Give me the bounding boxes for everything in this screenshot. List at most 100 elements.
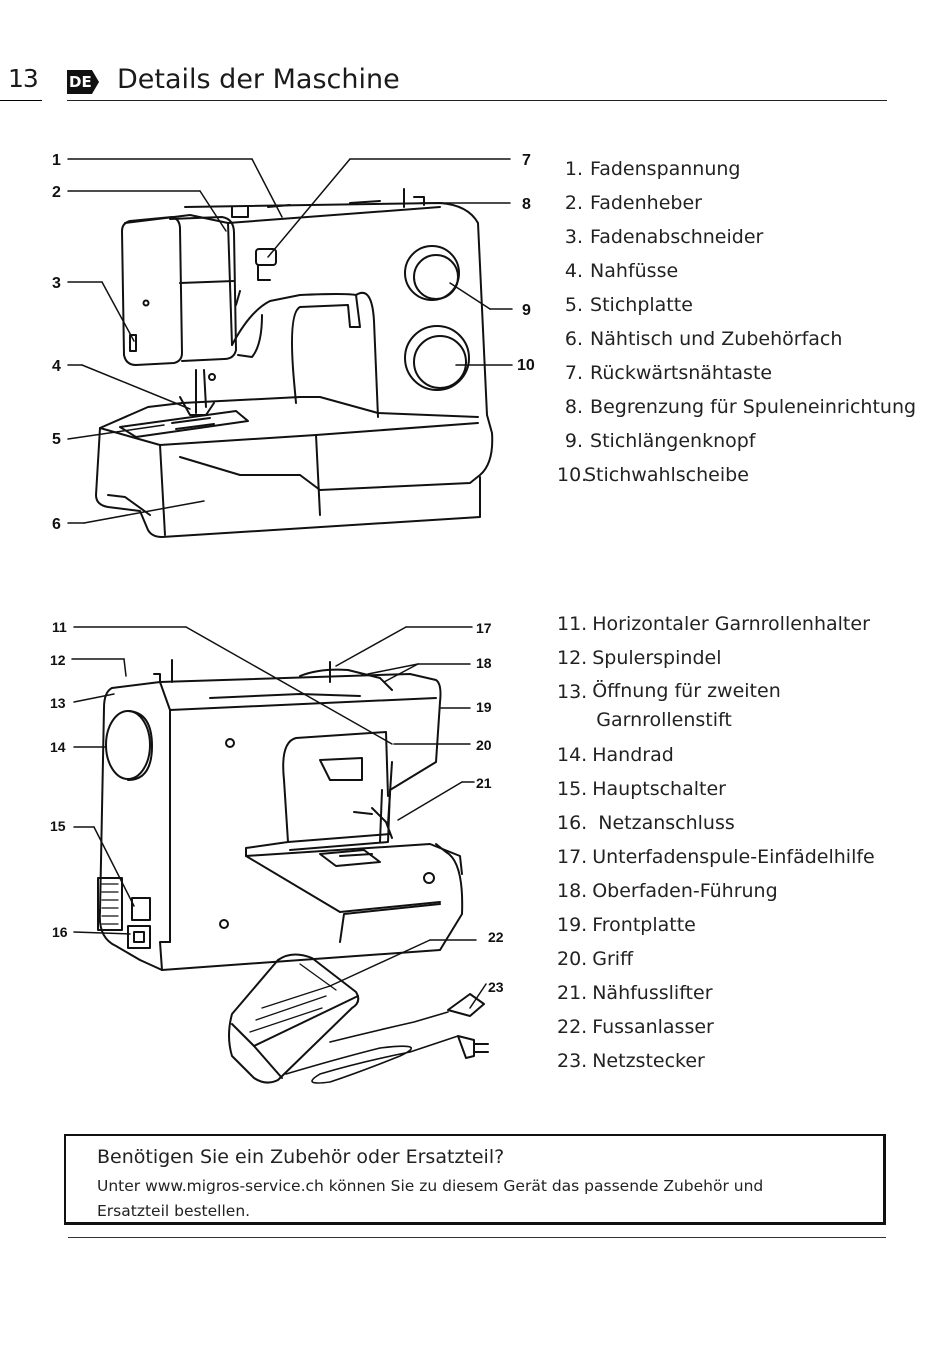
title-divider: [67, 100, 887, 101]
list-item: 12.Spulerspindel: [557, 641, 875, 675]
item-label: Stichlängenknopf: [590, 430, 756, 452]
parts-list-front: 1. Fadenspannung 2. Fadenheber 3. Fadena…: [557, 152, 916, 492]
list-item: 16. Netzanschluss: [557, 806, 875, 840]
callout-20: 20: [476, 737, 492, 753]
callout-6: 6: [52, 516, 61, 533]
page-title: Details der Maschine: [117, 64, 400, 95]
item-label: Oberfaden-Führung: [592, 880, 778, 902]
callout-13: 13: [50, 695, 66, 711]
callout-21: 21: [476, 775, 492, 791]
list-item: 9. Stichlängenknopf: [557, 424, 916, 458]
item-number: 6.: [564, 328, 583, 350]
item-number: 22.: [557, 1016, 588, 1038]
item-label: Stichwahlscheibe: [584, 464, 749, 486]
item-label: Stichplatte: [590, 294, 693, 316]
item-number: 2.: [564, 192, 583, 214]
item-number: 3.: [564, 226, 583, 248]
list-item: 2. Fadenheber: [557, 186, 916, 220]
info-box-body: Unter www.migros-service.ch können Sie z…: [97, 1177, 764, 1220]
item-label: Netzanschluss: [592, 812, 735, 834]
item-label: Begrenzung für Spuleneinrichtung: [590, 396, 917, 418]
item-number: 4.: [564, 260, 583, 282]
page-number-underline: [0, 100, 42, 101]
item-label: Netzstecker: [592, 1050, 705, 1072]
list-item: 15.Hauptschalter: [557, 772, 875, 806]
list-item: 19.Frontplatte: [557, 908, 875, 942]
item-label: Fadenheber: [590, 192, 702, 214]
list-item: 11.Horizontaler Garnrollenhalter: [557, 607, 875, 641]
item-number: 9.: [564, 430, 583, 452]
item-label: Nähfusslifter: [592, 982, 713, 1004]
callout-14: 14: [50, 739, 66, 755]
callout-4: 4: [52, 358, 61, 375]
item-label-line-2: Garnrollenstift: [596, 709, 732, 731]
list-item: 8. Begrenzung für Spuleneinrichtung: [557, 390, 916, 424]
item-label: Fadenabschneider: [590, 226, 764, 248]
callout-19: 19: [476, 699, 492, 715]
parts-list-back: 11.Horizontaler Garnrollenhalter 12.Spul…: [557, 607, 875, 1078]
callout-23: 23: [488, 979, 504, 995]
list-item: 14.Handrad: [557, 738, 875, 772]
item-label-line-1: Öffnung für zweiten: [592, 680, 781, 702]
item-label: Handrad: [592, 744, 674, 766]
accessory-info-box: Benötigen Sie ein Zubehör oder Ersatztei…: [64, 1134, 886, 1225]
list-item: 17.Unterfadenspule-Einfädelhilfe: [557, 840, 875, 874]
item-number: 23.: [557, 1050, 588, 1072]
item-number: 5.: [564, 294, 583, 316]
item-number: 15.: [557, 778, 588, 800]
callout-8: 8: [522, 196, 531, 213]
sewing-machine-front-diagram: 1 2 3 4 5 6 7 8 9 10: [0, 145, 550, 545]
list-item: 20.Griff: [557, 942, 875, 976]
list-item: 6. Nähtisch und Zubehörfach: [557, 322, 916, 356]
item-label: Nähtisch und Zubehörfach: [590, 328, 843, 350]
item-number: 17.: [557, 846, 588, 868]
item-number: 13.: [557, 681, 588, 703]
language-badge: DE: [67, 70, 99, 94]
list-item: 1. Fadenspannung: [557, 152, 916, 186]
item-number: 12.: [557, 647, 588, 669]
callout-22: 22: [488, 929, 504, 945]
callout-5: 5: [52, 431, 61, 448]
callout-11: 11: [52, 619, 67, 635]
sewing-machine-back-diagram: 11 12 13 14 15 16 17 18 19 20 21 22 23: [0, 612, 550, 1092]
item-number: 20.: [557, 948, 588, 970]
item-number: 16.: [557, 812, 588, 834]
info-box-title: Benötigen Sie ein Zubehör oder Ersatztei…: [97, 1146, 505, 1168]
item-number: 19.: [557, 914, 588, 936]
page-number: 13: [8, 64, 39, 93]
list-item: 10.Stichwahlscheibe: [557, 458, 916, 492]
list-item: 22.Fussanlasser: [557, 1010, 875, 1044]
list-item: 5. Stichplatte: [557, 288, 916, 322]
list-item: 7. Rückwärtsnähtaste: [557, 356, 916, 390]
callout-12: 12: [50, 652, 66, 668]
item-number: 21.: [557, 982, 588, 1004]
list-item: 21.Nähfusslifter: [557, 976, 875, 1010]
item-number: 18.: [557, 880, 588, 902]
item-number: 11.: [557, 613, 588, 635]
item-number: 7.: [564, 362, 583, 384]
item-label: Spulerspindel: [592, 647, 722, 669]
callout-3: 3: [52, 275, 61, 292]
item-label: Fussanlasser: [592, 1016, 714, 1038]
list-item: 3. Fadenabschneider: [557, 220, 916, 254]
callout-9: 9: [522, 302, 531, 319]
callout-10: 10: [517, 357, 535, 374]
item-number: 10.: [557, 464, 588, 486]
item-label: Rückwärtsnähtaste: [590, 362, 773, 384]
item-number: 8.: [564, 396, 583, 418]
callout-18: 18: [476, 655, 492, 671]
footer-divider: [68, 1237, 886, 1238]
list-item: 18.Oberfaden-Führung: [557, 874, 875, 908]
item-label: Griff: [592, 948, 634, 970]
item-label: Horizontaler Garnrollenhalter: [592, 613, 870, 635]
item-number: 1.: [564, 158, 583, 180]
item-label: Frontplatte: [592, 914, 696, 936]
item-number: 14.: [557, 744, 588, 766]
callout-1: 1: [52, 152, 61, 169]
item-label: Unterfadenspule-Einfädelhilfe: [592, 846, 875, 868]
list-item: 23.Netzstecker: [557, 1044, 875, 1078]
item-label: Hauptschalter: [592, 778, 726, 800]
list-item: 4. Nahfüsse: [557, 254, 916, 288]
